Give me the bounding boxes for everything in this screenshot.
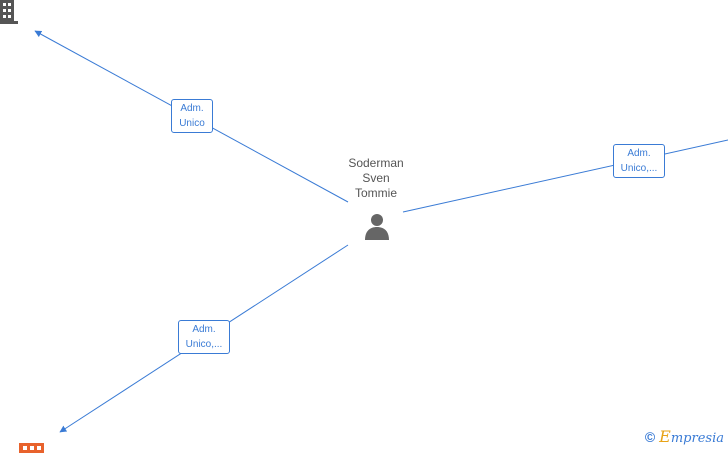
person-name[interactable]: Soderman Sven Tommie xyxy=(326,156,426,201)
building-icon[interactable] xyxy=(0,0,20,26)
edge-label-bottom-left[interactable]: Adm. Unico,... xyxy=(178,320,230,354)
building-icon[interactable] xyxy=(19,440,45,453)
edge-label-right[interactable]: Adm. Unico,... xyxy=(613,144,665,178)
brand-initial: E xyxy=(659,427,671,446)
edge-label-line: Adm. xyxy=(192,324,216,335)
brand-logo: Empresia xyxy=(659,427,724,446)
edge-label-line: Adm. xyxy=(627,148,651,159)
edge-label-line: Adm. xyxy=(180,103,204,114)
edge-label-top-left[interactable]: Adm. Unico xyxy=(171,99,213,133)
edge-right xyxy=(402,139,728,213)
edge-label-line: Unico,... xyxy=(185,339,223,350)
edge-label-line: Unico,... xyxy=(620,163,658,174)
footer-brand: © Empresia xyxy=(645,427,724,446)
copyright-icon: © xyxy=(644,428,656,445)
brand-rest: mpresia xyxy=(670,431,724,446)
edge-label-line: Unico xyxy=(179,118,205,129)
person-name-line: Soderman xyxy=(348,156,404,170)
person-name-line: Tommie xyxy=(354,186,397,200)
person-name-line: Sven xyxy=(362,171,390,185)
person-icon[interactable] xyxy=(362,211,392,241)
